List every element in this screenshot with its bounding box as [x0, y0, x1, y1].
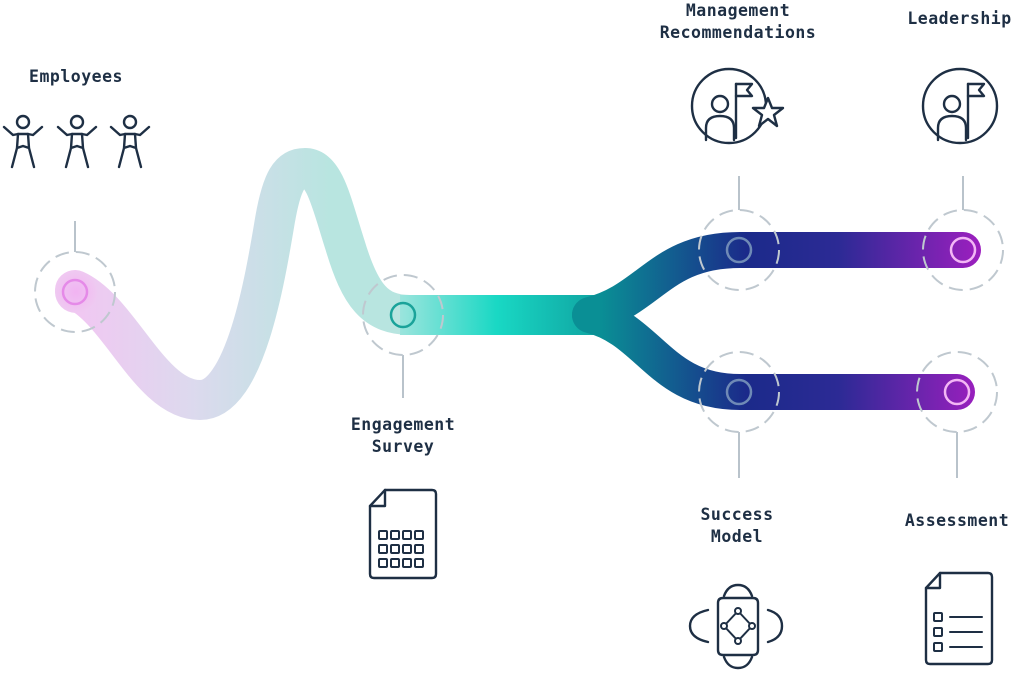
checklist-document-icon — [924, 571, 994, 666]
ring-engagement — [362, 274, 444, 356]
label-management-recommendations: Management Recommendations — [640, 0, 836, 44]
label-assessment-text: Assessment — [904, 511, 1010, 530]
label-assessment: Assessment — [892, 510, 1022, 532]
ring-management — [698, 209, 780, 291]
label-engagement-line1: Engagement — [350, 415, 456, 434]
survey-grid-document-icon — [368, 488, 438, 580]
node-success — [725, 378, 753, 406]
leader-flag-icon — [921, 67, 999, 145]
flow-path-start — [55, 148, 430, 420]
person-arms-out-icon — [2, 114, 44, 169]
label-engagement-survey: Engagement Survey — [323, 414, 483, 458]
ring-success — [698, 351, 780, 433]
ring-leadership — [922, 209, 1004, 291]
label-leadership-text: Leadership — [907, 9, 1012, 28]
label-success-model: Success Model — [676, 504, 798, 548]
person-arms-out-icon — [109, 114, 151, 169]
label-success-line1: Success — [700, 505, 774, 524]
label-management-line1: Management — [685, 1, 791, 20]
node-engagement — [389, 301, 417, 329]
node-assessment — [943, 378, 971, 406]
flow-branch-top — [572, 232, 981, 333]
label-success-line2: Model — [710, 527, 764, 546]
node-leadership — [949, 236, 977, 264]
person-arms-out-icon — [56, 114, 98, 169]
flow-branch-bottom — [572, 297, 975, 410]
ring-assessment — [916, 351, 998, 433]
label-management-line2: Recommendations — [659, 23, 817, 42]
label-employees: Employees — [10, 66, 142, 88]
label-employees-text: Employees — [29, 67, 123, 86]
network-orbit-icon — [688, 583, 784, 670]
node-management — [725, 236, 753, 264]
node-employees — [61, 278, 89, 306]
label-engagement-line2: Survey — [371, 437, 435, 456]
label-leadership: Leadership — [897, 8, 1022, 30]
leader-flag-star-icon — [690, 67, 785, 145]
start-glow — [55, 271, 97, 313]
ring-employees — [34, 251, 116, 333]
